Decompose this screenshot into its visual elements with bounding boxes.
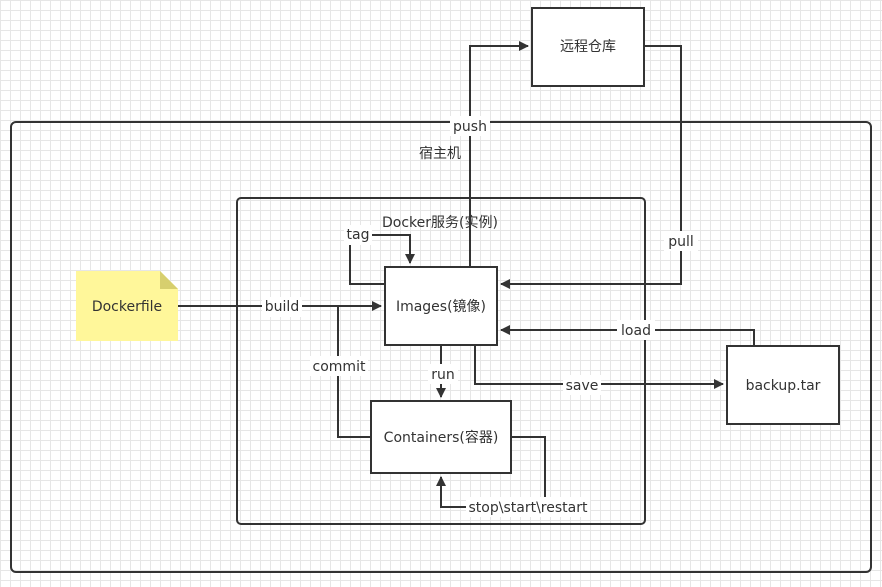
docker-service-frame: [236, 197, 646, 525]
commit-edge: [337, 306, 371, 438]
images-label: Images(镜像): [396, 299, 486, 315]
dockerfile-note: [76, 271, 178, 341]
push-label-bg: [450, 116, 490, 136]
backup-node: [726, 345, 840, 425]
push-edge: [469, 41, 529, 267]
pull-label: pull: [668, 234, 694, 250]
containers-label: Containers(容器): [384, 429, 499, 446]
save-edge: [474, 345, 724, 389]
pull-edge: [500, 45, 682, 289]
images-node: [384, 266, 498, 346]
save-label: save: [566, 378, 599, 394]
remote-repo-label: 远程仓库: [560, 39, 616, 55]
push-label: push: [453, 119, 487, 135]
load-edge: [500, 325, 755, 346]
host-frame: [10, 121, 872, 573]
commit-label: commit: [313, 359, 366, 375]
stop-start-restart-label: stop\start\restart: [469, 500, 588, 516]
save-label-bg: [563, 375, 601, 395]
tag-label-bg: [344, 225, 372, 245]
dockerfile-label: Dockerfile: [92, 299, 162, 315]
load-label: load: [621, 323, 651, 339]
build-label: build: [265, 299, 299, 315]
docker-service-label: Docker服务(实例): [382, 215, 498, 231]
build-label-bg: [262, 297, 302, 317]
run-label: run: [431, 367, 455, 383]
run-label-bg: [428, 364, 458, 384]
host-label: 宿主机: [419, 145, 461, 162]
load-label-bg: [617, 320, 655, 340]
pull-label-bg: [664, 231, 698, 251]
commit-label-bg: [310, 356, 368, 376]
stop-start-restart-label-bg: [466, 497, 590, 517]
backup-label: backup.tar: [746, 378, 821, 394]
tag-label: tag: [347, 227, 370, 243]
